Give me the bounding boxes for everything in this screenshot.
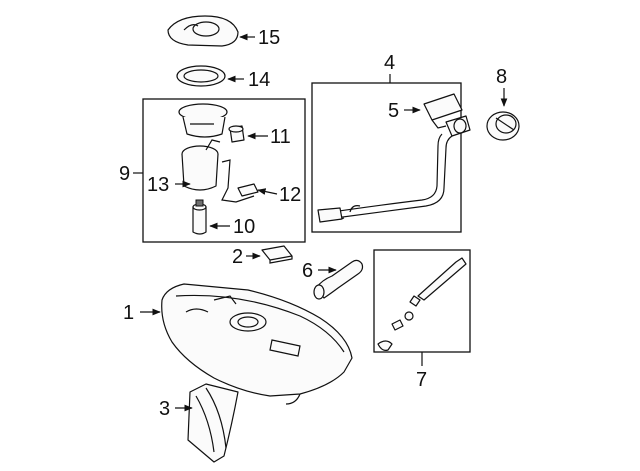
callout-2: 2 bbox=[232, 246, 243, 268]
part-8-fuel-cap[interactable] bbox=[486, 111, 520, 141]
callout-9: 9 bbox=[119, 163, 130, 185]
callout-13: 13 bbox=[147, 174, 169, 196]
callout-4: 4 bbox=[384, 52, 395, 74]
part-5-filler-neck[interactable] bbox=[423, 93, 471, 137]
callout-5: 5 bbox=[388, 100, 399, 122]
callout-10: 10 bbox=[233, 216, 255, 238]
filler-pipe-group-box bbox=[311, 82, 462, 233]
part-3-heat-shield[interactable] bbox=[187, 383, 239, 463]
part-1-fuel-tank[interactable] bbox=[161, 283, 353, 405]
callout-8: 8 bbox=[496, 66, 507, 88]
pump-module-top[interactable] bbox=[178, 103, 228, 138]
part-14-seal-ring[interactable] bbox=[176, 65, 226, 87]
part-11-filter[interactable] bbox=[228, 125, 245, 143]
part-7-hose-kit[interactable] bbox=[377, 257, 467, 351]
part-15-cover-plate[interactable] bbox=[167, 15, 239, 47]
part-10-fuel-pump[interactable] bbox=[192, 199, 207, 235]
part-4-filler-pipe[interactable] bbox=[317, 133, 453, 223]
callout-15: 15 bbox=[258, 27, 280, 49]
callout-7: 7 bbox=[416, 369, 427, 391]
part-12-level-sender[interactable] bbox=[221, 159, 259, 203]
callout-11: 11 bbox=[270, 126, 291, 148]
part-6-hose[interactable] bbox=[313, 259, 364, 300]
callout-3: 3 bbox=[159, 398, 170, 420]
part-13-pump-reservoir[interactable] bbox=[181, 139, 221, 191]
callout-14: 14 bbox=[248, 69, 270, 91]
callout-6: 6 bbox=[302, 260, 313, 282]
part-2-pad[interactable] bbox=[261, 245, 293, 264]
fuel-pump-module-group-box bbox=[142, 98, 306, 243]
callout-12: 12 bbox=[279, 184, 301, 206]
callout-1: 1 bbox=[123, 302, 134, 324]
